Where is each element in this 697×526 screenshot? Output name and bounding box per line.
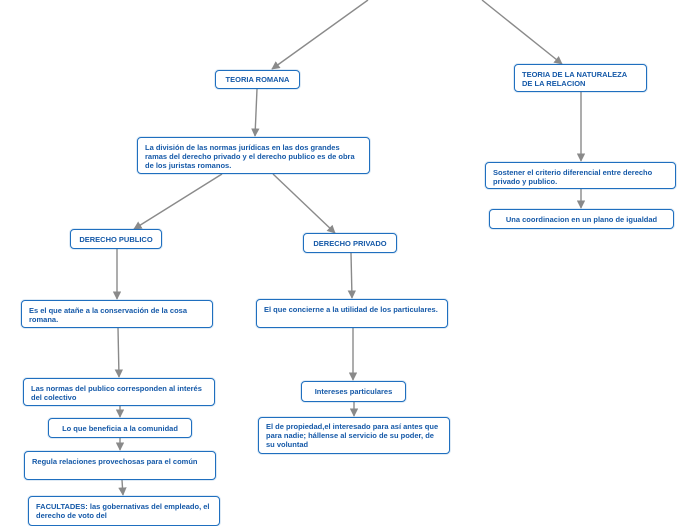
node-coordinacion[interactable]: Una coordinacion en un plano de igualdad	[489, 209, 674, 229]
node-propiedad[interactable]: El de propiedad,el interesado para así a…	[258, 417, 450, 454]
node-derecho-privado[interactable]: DERECHO PRIVADO	[303, 233, 397, 253]
node-conservacion[interactable]: Es el que atañe a la conservación de la …	[21, 300, 213, 328]
node-utilidad[interactable]: El que concierne a la utilidad de los pa…	[256, 299, 448, 328]
node-normas-publico[interactable]: Las normas del publico corresponden al i…	[23, 378, 215, 406]
connector-root-teoria-naturaleza	[481, 0, 563, 65]
connector-privado-utilidad	[347, 252, 357, 299]
node-division[interactable]: La división de las normas jurídicas en l…	[137, 137, 370, 174]
connector-division-publico	[133, 173, 223, 230]
node-beneficia[interactable]: Lo que beneficia a la comunidad	[48, 418, 192, 438]
connector-relaciones-facultades	[118, 479, 127, 496]
node-teoria-romana[interactable]: TEORIA ROMANA	[215, 70, 300, 89]
node-facultades[interactable]: FACULTADES: las gobernativas del emplead…	[28, 496, 220, 526]
node-derecho-publico[interactable]: DERECHO PUBLICO	[70, 229, 162, 249]
node-relaciones[interactable]: Regula relaciones provechosas para el co…	[24, 451, 216, 480]
node-intereses[interactable]: Intereses particulares	[301, 381, 406, 402]
connector-division-privado	[272, 173, 336, 234]
node-sostener[interactable]: Sostener el criterio diferencial entre d…	[485, 162, 676, 189]
connector-root-teoria-romana	[271, 0, 369, 70]
node-teoria-naturaleza[interactable]: TEORIA DE LA NATURALEZA DE LA RELACION	[514, 64, 647, 92]
connector-conservacion-normas	[114, 327, 124, 378]
connector-romana-division	[251, 88, 260, 137]
